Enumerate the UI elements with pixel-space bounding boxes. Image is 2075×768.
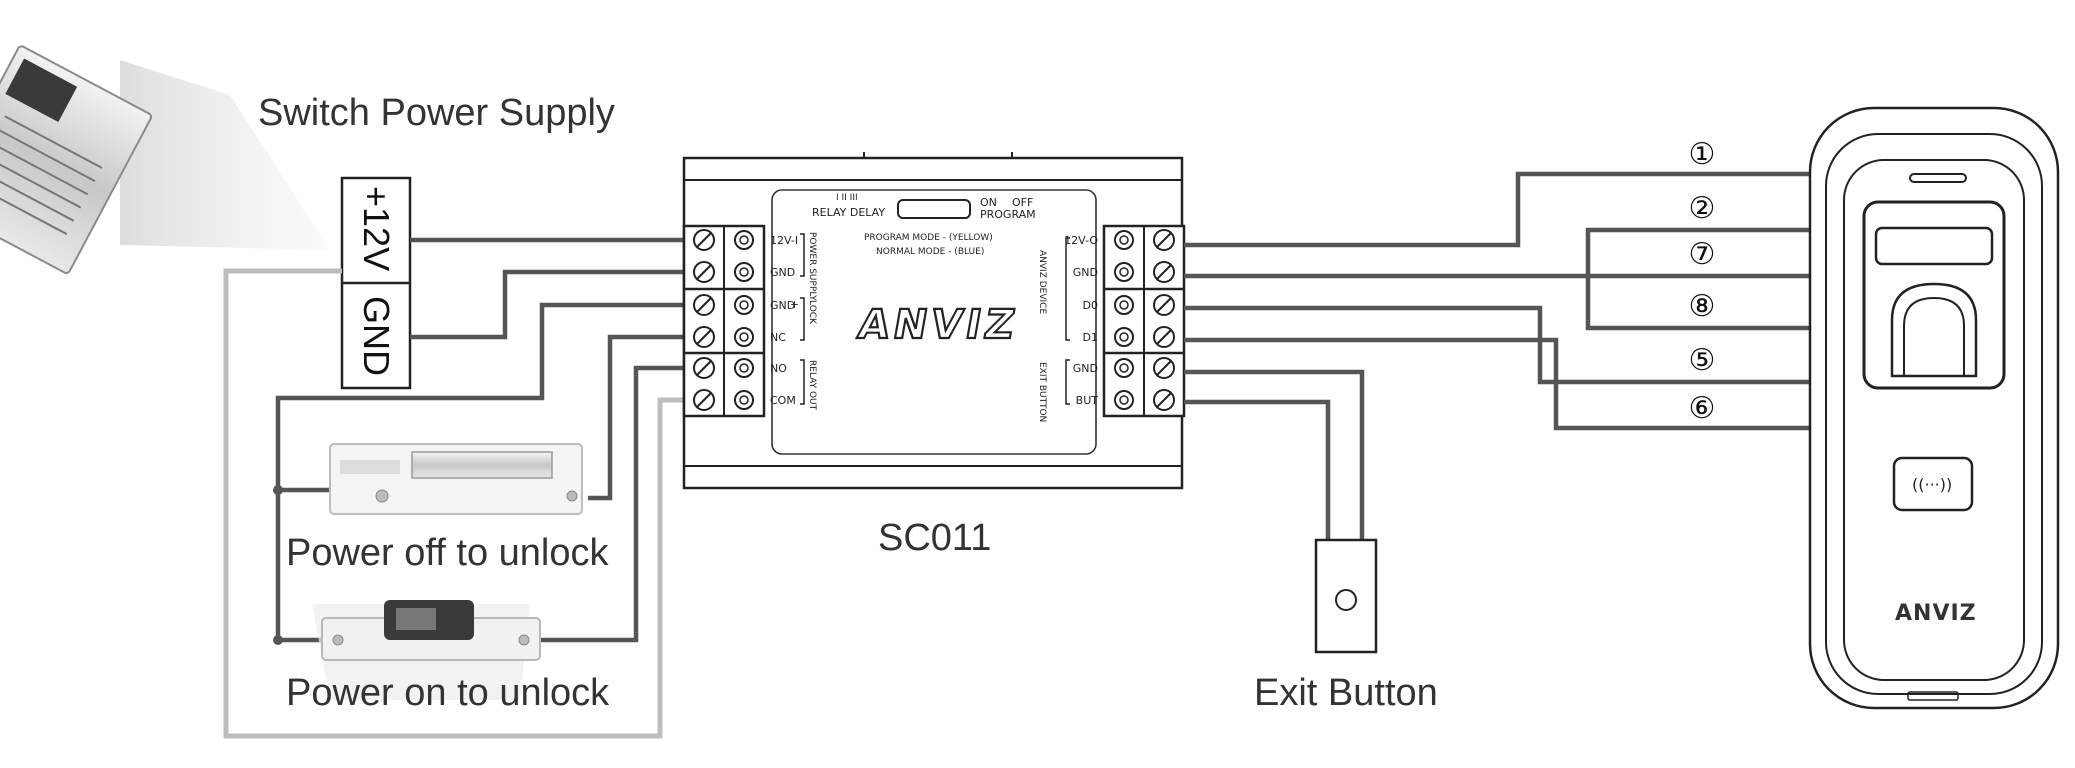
left-terminal-socket-4 <box>734 358 754 378</box>
group-lock: LOCK <box>807 300 817 325</box>
program-switch[interactable] <box>897 199 971 219</box>
psu-plus-12v-label: +12V <box>356 186 397 271</box>
lock-plus-sign: + <box>790 298 799 311</box>
relay-delay-label: RELAY DELAY <box>812 206 885 219</box>
psu-title: Switch Power Supply <box>258 92 615 134</box>
wire-gnd-to-gnd <box>410 269 684 340</box>
psu-terminal-block: +12V GND <box>340 176 412 390</box>
normal-mode-text: NORMAL MODE - (BLUE) <box>876 247 984 257</box>
junction-dot-2 <box>273 635 283 645</box>
wire-lock-rail <box>275 302 684 640</box>
right-terminal-socket-2 <box>1114 295 1134 315</box>
group-exit-button: EXIT BUTTON <box>1037 362 1047 422</box>
exit-button-wires <box>1184 369 1365 540</box>
power-off-lock-label: Power off to unlock <box>286 532 609 574</box>
right-terminal-screw-1 <box>1153 261 1175 283</box>
switch-on-label: ON <box>980 196 997 209</box>
switch-off-label: OFF <box>1012 196 1033 209</box>
wire-3 <box>1184 305 1810 385</box>
right-terminal-screw-4 <box>1153 357 1175 379</box>
left-terminal-socket-1 <box>734 262 754 282</box>
right-terminal-label-5: BUT <box>1076 394 1099 407</box>
right-terminal-label-0: 12V-O <box>1064 234 1098 247</box>
right-terminal-label-4: GND <box>1073 362 1098 375</box>
group-relay-out: RELAY OUT <box>807 360 817 411</box>
wire-number-0: ① <box>1689 137 1716 172</box>
wire-number-1: ② <box>1689 191 1716 226</box>
wire-number-2: ⑦ <box>1689 237 1716 272</box>
right-terminal-screw-2 <box>1153 294 1175 316</box>
relay-marks: I II III <box>836 193 858 203</box>
left-terminal-socket-2 <box>734 295 754 315</box>
right-terminal-label-1: GND <box>1073 266 1098 279</box>
wire-4 <box>1184 337 1810 431</box>
left-terminal-label-0: 12V-I <box>770 234 798 247</box>
wire-1 <box>1184 171 1810 248</box>
junction-dot-1 <box>273 485 283 495</box>
reader-device: ((···)) ANVIZ <box>1808 106 2060 710</box>
right-terminal-screw-5 <box>1153 389 1175 411</box>
left-terminal-socket-3 <box>734 327 754 347</box>
right-terminal-socket-4 <box>1114 358 1134 378</box>
power-on-lock-illustration <box>312 600 541 700</box>
left-terminal-label-1: GND <box>770 266 795 279</box>
power-on-lock-label: Power on to unlock <box>286 672 610 714</box>
reader-wires <box>1184 171 1810 431</box>
right-terminal-block <box>1102 224 1186 418</box>
left-terminal-screw-3 <box>693 326 715 348</box>
group-power-supply: POWER SUPPLY <box>807 232 817 301</box>
left-terminal-socket-0 <box>734 230 754 250</box>
left-terminal-label-3: NC <box>770 331 786 344</box>
left-terminal-screw-4 <box>693 357 715 379</box>
psu-gnd-label: GND <box>356 296 397 376</box>
exit-button-icon <box>1335 589 1357 611</box>
sc011-controller: I II III RELAY DELAY ON OFF PROGRAM PROG… <box>682 152 1186 490</box>
power-off-lock-illustration <box>329 443 583 515</box>
wire-number-4: ⑤ <box>1689 343 1716 378</box>
power-supply-illustration <box>0 45 330 274</box>
wire-number-5: ⑥ <box>1689 391 1716 426</box>
group-anviz-device: ANVIZ DEVICE <box>1037 250 1047 314</box>
right-terminal-socket-1 <box>1114 262 1134 282</box>
left-terminal-block <box>682 224 766 418</box>
wire-7-loop <box>1585 227 1810 331</box>
right-terminal-screw-0 <box>1153 229 1175 251</box>
left-terminal-label-2: GND <box>770 299 795 312</box>
program-label: PROGRAM <box>980 208 1036 221</box>
exit-button-label: Exit Button <box>1254 672 1438 714</box>
right-terminal-socket-3 <box>1114 327 1134 347</box>
right-terminal-label-3: D1 <box>1083 331 1098 344</box>
right-terminal-screw-3 <box>1153 326 1175 348</box>
wire-no-to-lock2 <box>536 365 684 643</box>
exit-button-device[interactable] <box>1314 538 1378 654</box>
controller-name: SC011 <box>878 517 991 559</box>
left-wires <box>223 237 684 739</box>
right-terminal-label-2: D0 <box>1083 299 1098 312</box>
program-mode-text: PROGRAM MODE - (YELLOW) <box>864 233 993 243</box>
left-terminal-screw-0 <box>693 229 715 251</box>
left-terminal-screw-1 <box>693 261 715 283</box>
right-terminal-socket-5 <box>1114 390 1134 410</box>
right-terminal-socket-0 <box>1114 230 1134 250</box>
left-terminal-screw-5 <box>693 389 715 411</box>
left-terminal-label-5: COM <box>770 394 796 407</box>
left-terminal-socket-5 <box>734 390 754 410</box>
wire-gnd-to-com <box>223 268 684 739</box>
wire-nc-to-lock1 <box>588 334 684 501</box>
left-terminal-screw-2 <box>693 294 715 316</box>
left-terminal-label-4: NO <box>770 362 787 375</box>
reader-logo: ANVIZ <box>1895 601 1977 626</box>
wire-number-3: ⑧ <box>1689 289 1716 324</box>
controller-logo: ANVIZ <box>855 301 1022 348</box>
card-reader-pad[interactable] <box>1892 456 1974 512</box>
card-reader-icon: ((···)) <box>1912 475 1952 494</box>
